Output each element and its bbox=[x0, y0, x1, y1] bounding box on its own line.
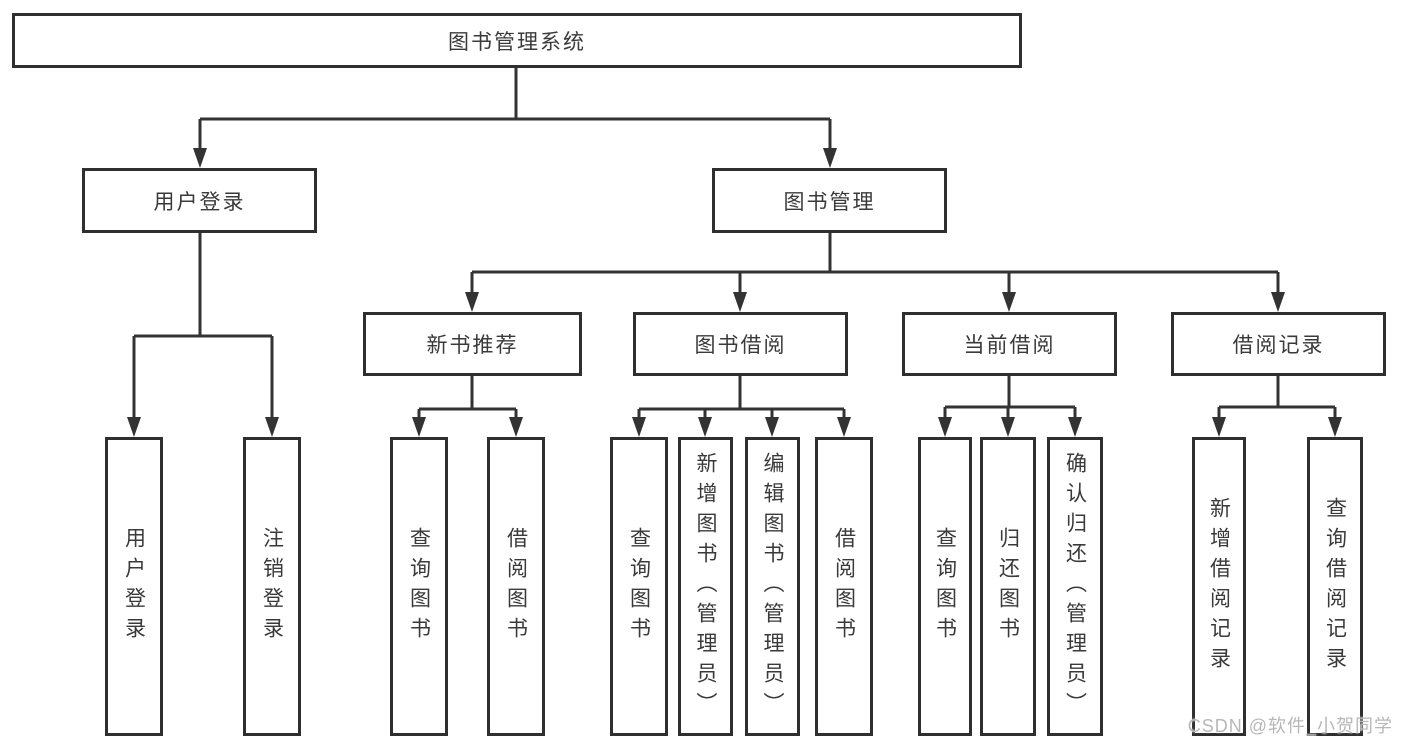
node-current-borrow: 当前借阅 bbox=[902, 312, 1117, 376]
node-label: 图书管理 bbox=[783, 190, 876, 214]
leaf-label: 查询图书 bbox=[627, 526, 651, 647]
leaf-borrow-book-recommend: 借阅图书 bbox=[487, 437, 545, 736]
leaf-label: 查询图书 bbox=[407, 526, 431, 647]
leaf-query-book-borrow: 查询图书 bbox=[610, 437, 668, 736]
node-book-borrow: 图书借阅 bbox=[633, 312, 848, 376]
leaf-label: 新增借阅记录 bbox=[1207, 496, 1231, 677]
node-root-system: 图书管理系统 bbox=[12, 13, 1022, 68]
leaf-confirm-return-admin: 确认归还（管理员） bbox=[1047, 437, 1103, 736]
node-label: 图书借阅 bbox=[694, 334, 787, 357]
leaf-edit-book-admin: 编辑图书（管理员） bbox=[745, 437, 800, 736]
node-label: 用户登录 bbox=[153, 190, 246, 214]
node-borrow-record: 借阅记录 bbox=[1171, 312, 1386, 376]
watermark: CSDN @软件_小贺同学 bbox=[1187, 716, 1393, 736]
leaf-label: 用户登录 bbox=[122, 526, 146, 647]
node-new-book-recommend: 新书推荐 bbox=[363, 312, 582, 376]
node-label: 新书推荐 bbox=[426, 334, 519, 357]
leaf-label: 查询借阅记录 bbox=[1323, 496, 1347, 677]
node-label: 图书管理系统 bbox=[448, 30, 586, 54]
leaf-label: 注销登录 bbox=[260, 526, 284, 647]
leaf-label: 查询图书 bbox=[933, 526, 957, 647]
leaf-label: 新增图书（管理员） bbox=[694, 451, 717, 722]
leaf-label: 归还图书 bbox=[996, 526, 1020, 647]
leaf-logout: 注销登录 bbox=[243, 437, 301, 736]
leaf-add-borrow-record: 新增借阅记录 bbox=[1192, 437, 1246, 736]
node-label: 当前借阅 bbox=[963, 334, 1056, 357]
leaf-label: 借阅图书 bbox=[832, 526, 856, 647]
leaf-query-borrow-record: 查询借阅记录 bbox=[1307, 437, 1363, 736]
arrowhead-icons bbox=[127, 148, 1342, 437]
leaf-label: 编辑图书（管理员） bbox=[761, 451, 784, 722]
leaf-borrow-book: 借阅图书 bbox=[815, 437, 873, 736]
leaf-return-book: 归还图书 bbox=[980, 437, 1036, 736]
leaf-label: 借阅图书 bbox=[504, 526, 528, 647]
leaf-query-book-current: 查询图书 bbox=[918, 437, 972, 736]
node-book-management: 图书管理 bbox=[712, 168, 947, 233]
node-label: 借阅记录 bbox=[1232, 334, 1325, 357]
leaf-add-book-admin: 新增图书（管理员） bbox=[678, 437, 733, 736]
leaf-label: 确认归还（管理员） bbox=[1063, 451, 1087, 722]
leaf-query-book-recommend: 查询图书 bbox=[390, 437, 448, 736]
node-user-login: 用户登录 bbox=[82, 168, 317, 233]
leaf-user-login: 用户登录 bbox=[105, 437, 163, 736]
